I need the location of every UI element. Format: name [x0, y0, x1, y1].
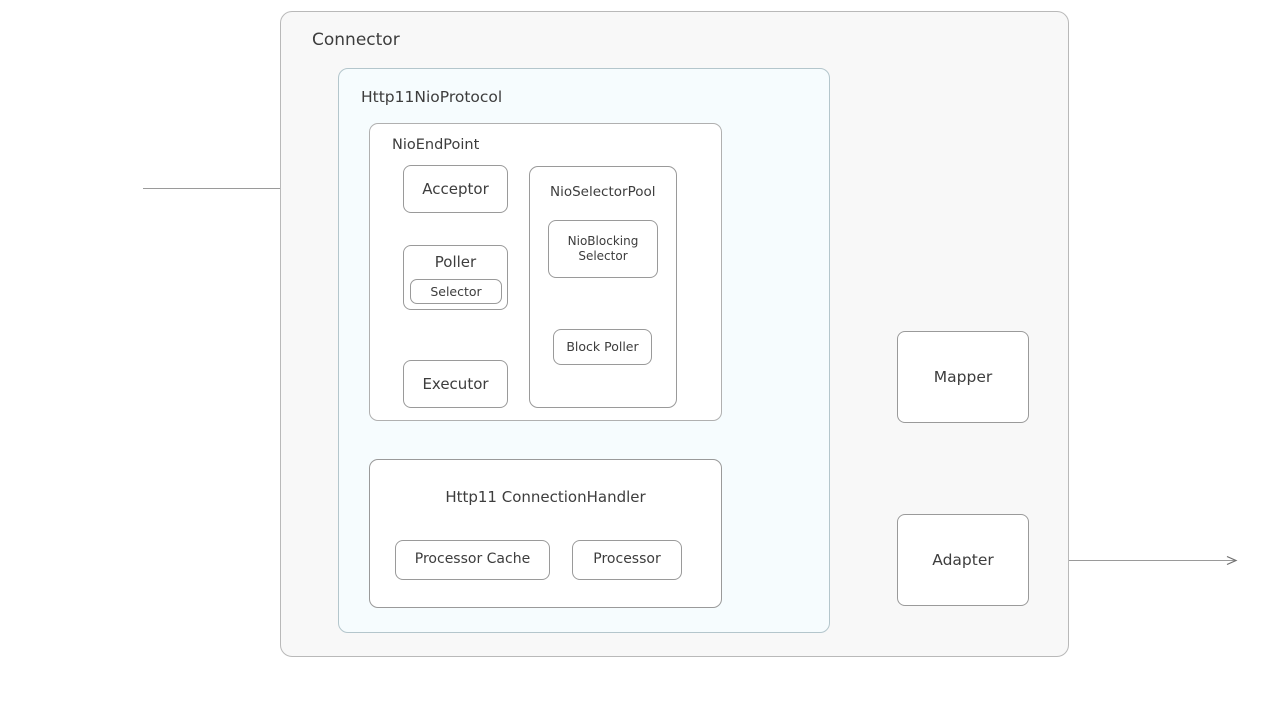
processor-label: Processor: [593, 551, 661, 568]
node-poller[interactable]: Poller Selector: [403, 245, 508, 310]
node-processor-cache[interactable]: Processor Cache: [395, 540, 550, 580]
nioblocking-selector-label: NioBlocking Selector: [568, 234, 639, 263]
nioselectorpool-title: NioSelectorPool: [550, 184, 656, 200]
mapper-label: Mapper: [933, 367, 993, 386]
adapter-label: Adapter: [932, 550, 994, 569]
node-nioblocking-selector[interactable]: NioBlocking Selector: [548, 220, 658, 278]
poller-label: Poller: [434, 253, 477, 271]
connector-title: Connector: [312, 30, 400, 50]
node-acceptor[interactable]: Acceptor: [403, 165, 508, 213]
connection-handler-title: Http11 ConnectionHandler: [445, 488, 646, 506]
nioblocking-selector-label-line2: Selector: [578, 249, 628, 263]
node-processor[interactable]: Processor: [572, 540, 682, 580]
group-connection-handler[interactable]: Http11 ConnectionHandler: [369, 459, 722, 608]
nioendpoint-title: NioEndPoint: [392, 137, 480, 153]
selector-label: Selector: [430, 283, 482, 299]
group-nioselectorpool[interactable]: NioSelectorPool: [529, 166, 677, 408]
executor-label: Executor: [422, 374, 489, 393]
acceptor-label: Acceptor: [422, 179, 489, 198]
nioblocking-selector-label-line1: NioBlocking: [567, 234, 639, 249]
block-poller-label: Block Poller: [566, 339, 639, 355]
node-adapter[interactable]: Adapter: [897, 514, 1029, 606]
node-block-poller[interactable]: Block Poller: [553, 329, 652, 365]
node-mapper[interactable]: Mapper: [897, 331, 1029, 423]
node-executor[interactable]: Executor: [403, 360, 508, 408]
processor-cache-label: Processor Cache: [414, 551, 531, 568]
http11nioprotocol-title: Http11NioProtocol: [361, 88, 503, 106]
node-selector[interactable]: Selector: [410, 279, 502, 304]
